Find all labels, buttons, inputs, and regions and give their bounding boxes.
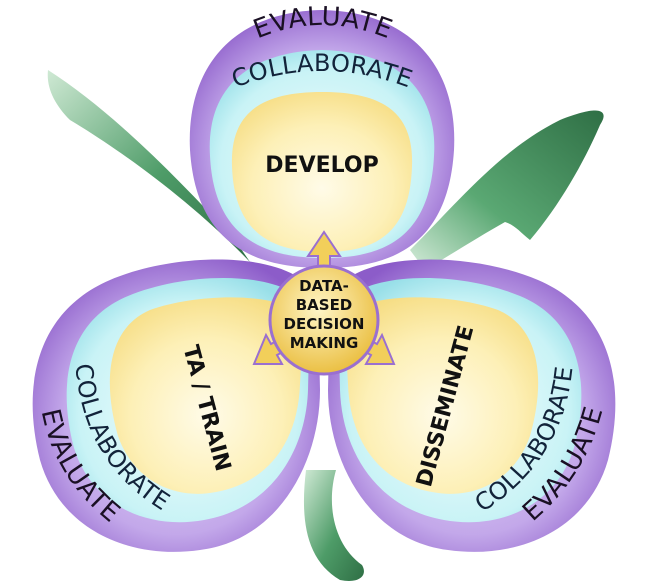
center-line-2: BASED <box>296 296 353 314</box>
center-disc <box>268 264 380 376</box>
center-line-3: DECISION <box>284 315 365 333</box>
ribbon-bottom <box>303 470 364 581</box>
petal-left <box>32 259 320 552</box>
petal-right <box>328 259 616 552</box>
petal-left-core <box>109 297 304 494</box>
petal-top-label: DEVELOP <box>265 153 378 178</box>
center-line-1: DATA- <box>299 277 349 295</box>
ribbon-left <box>47 70 251 262</box>
petal-right-core <box>344 297 539 494</box>
petal-top-core <box>231 92 413 252</box>
petal-top <box>189 10 455 268</box>
ribbon-right <box>410 110 604 271</box>
center-line-4: MAKING <box>290 334 359 352</box>
ribbon-stems <box>47 70 604 581</box>
